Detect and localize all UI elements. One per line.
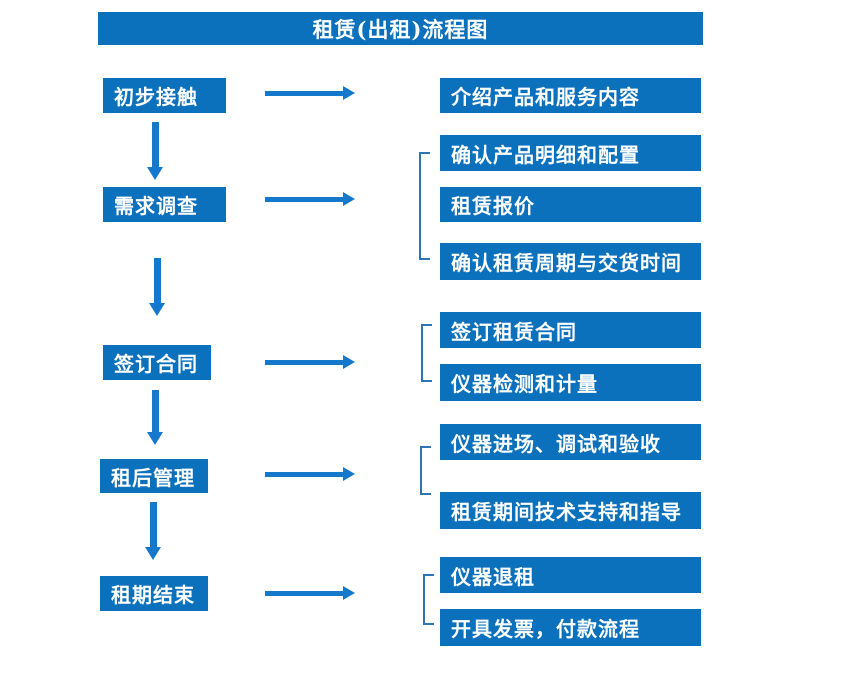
arrow-head <box>343 586 355 600</box>
arrow-head <box>343 355 355 369</box>
step-box-initial-contact: 初步接触 <box>103 78 226 113</box>
down-arrow-4-icon <box>145 502 161 560</box>
right-arrow-2-icon <box>265 192 355 206</box>
arrow-shaft <box>265 90 344 96</box>
arrow-shaft <box>265 359 344 365</box>
arrow-shaft <box>265 471 344 477</box>
detail-box-instrument-return: 仪器退租 <box>440 557 701 593</box>
arrow-shaft <box>151 122 159 168</box>
detail-box-confirm-rental-period: 确认租赁周期与交货时间 <box>440 243 701 280</box>
detail-box-instrument-setup-acceptance: 仪器进场、调试和验收 <box>440 424 701 460</box>
right-arrow-4-icon <box>265 467 355 481</box>
detail-box-technical-support: 租赁期间技术支持和指导 <box>440 492 701 529</box>
right-arrow-5-icon <box>265 586 355 600</box>
step-box-rental-end: 租期结束 <box>100 576 208 611</box>
arrow-shaft <box>149 502 157 548</box>
title-bar: 租赁(出租)流程图 <box>98 12 703 45</box>
arrow-head <box>343 86 355 100</box>
down-arrow-2-icon <box>149 258 165 316</box>
step-box-demand-survey: 需求调查 <box>103 187 226 222</box>
step-box-post-rental-management: 租后管理 <box>100 459 208 493</box>
arrow-shaft <box>265 196 344 202</box>
down-arrow-1-icon <box>147 122 163 180</box>
detail-box-rental-quote: 租赁报价 <box>440 187 701 222</box>
detail-box-instrument-testing: 仪器检测和计量 <box>440 364 701 401</box>
detail-box-invoice-payment: 开具发票，付款流程 <box>440 609 701 646</box>
page-title: 租赁(出租)流程图 <box>312 16 489 42</box>
bracket-demand-survey-group <box>419 152 430 260</box>
arrow-shaft <box>153 258 161 304</box>
arrow-head <box>149 303 165 316</box>
bracket-rental-end-group <box>423 574 434 625</box>
arrow-head <box>147 167 163 180</box>
bracket-post-rental-group <box>420 446 431 495</box>
bracket-sign-contract-group <box>421 324 432 382</box>
arrow-shaft <box>151 390 159 433</box>
detail-box-confirm-product-details: 确认产品明细和配置 <box>440 135 701 171</box>
arrow-head <box>343 192 355 206</box>
arrow-head <box>145 547 161 560</box>
down-arrow-3-icon <box>147 390 163 445</box>
right-arrow-1-icon <box>265 86 355 100</box>
detail-box-introduce-products: 介绍产品和服务内容 <box>440 78 701 113</box>
detail-box-sign-rental-contract: 签订租赁合同 <box>440 312 701 348</box>
arrow-head <box>343 467 355 481</box>
right-arrow-3-icon <box>265 355 355 369</box>
step-box-sign-contract: 签订合同 <box>103 345 211 380</box>
arrow-head <box>147 432 163 445</box>
arrow-shaft <box>265 590 344 596</box>
